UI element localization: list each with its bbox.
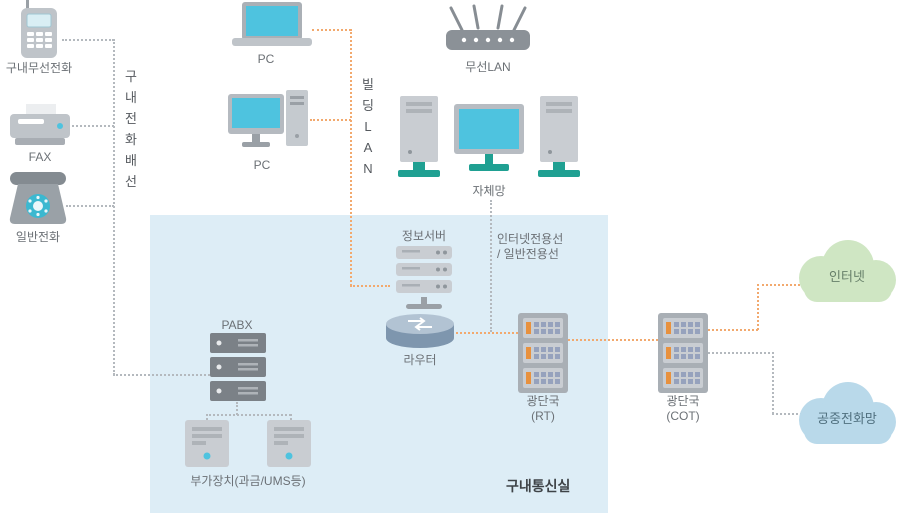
connector-pabx-down: [236, 402, 238, 415]
fiber-cot-icon: [658, 313, 708, 398]
fiber-cot-label: 광단국 (COT): [666, 394, 700, 423]
wireless-lan-icon: [446, 4, 530, 63]
connector-addon-branch: [206, 414, 291, 416]
connector-lan-to-server: [350, 285, 390, 287]
internet-label: 인터넷: [829, 269, 865, 284]
pstn-cloud: 공중전화망: [788, 378, 900, 452]
fiber-rt-label: 광단국 (RT): [526, 394, 560, 423]
internet-cloud: 인터넷: [788, 236, 900, 310]
connector-trunk-to-pabx: [113, 374, 210, 376]
addon-device-icon: [185, 420, 229, 475]
connector-cot-internet-1: [708, 329, 758, 331]
connector-analog-phone: [66, 205, 114, 207]
wireless-lan-label: 무선LAN: [465, 60, 511, 74]
pabx-label: PABX: [221, 318, 253, 332]
internet-cloud-icon: [799, 240, 896, 302]
fax-label: FAX: [28, 150, 52, 164]
connector-rt-to-cot: [568, 339, 658, 341]
desktop-pc-label: PC: [253, 158, 271, 172]
self-network-label: 자체망: [472, 184, 506, 198]
self-network-icon: [398, 96, 580, 189]
comm-room-title: 구내통신실: [506, 478, 571, 494]
pstn-label: 공중전화망: [817, 411, 877, 426]
connector-router-to-rt: [456, 332, 518, 334]
connector-phone-trunk: [113, 39, 115, 375]
pabx-icon: [210, 333, 266, 408]
desktop-pc-icon: [228, 88, 310, 161]
wireless-phone-icon: [16, 0, 62, 63]
wireless-phone-label: 구내무선전화: [5, 61, 73, 75]
connector-cot-internet-2: [757, 284, 759, 330]
connector-addon-left: [206, 414, 208, 424]
info-server-icon: [390, 246, 458, 315]
connector-addon-right: [290, 414, 292, 424]
pstn-cloud-icon: [799, 382, 896, 444]
laptop-pc-label: PC: [257, 52, 275, 66]
connector-cot-pstn-1: [708, 352, 774, 354]
connector-lan-trunk: [350, 29, 352, 286]
fax-icon: [10, 104, 70, 153]
router-icon: [384, 310, 456, 357]
info-server-label: 정보서버: [401, 229, 447, 243]
connector-cot-pstn-2: [772, 352, 774, 414]
connector-wireless-phone: [62, 39, 114, 41]
phone-wiring-label: 구 내 전 화 배 선: [125, 69, 137, 189]
dedicated-line-label: 인터넷전용선 / 일반전용선: [497, 232, 564, 261]
analog-phone-label: 일반전화: [15, 230, 61, 244]
connector-dedicated-line: [490, 200, 492, 332]
analog-phone-icon: [8, 172, 68, 231]
addon-device-icon: [267, 420, 311, 475]
router-label: 라우터: [403, 353, 437, 367]
building-lan-label: 빌 딩 L A N: [362, 77, 374, 176]
connector-cot-internet-3: [757, 284, 800, 286]
fiber-rt-icon: [518, 313, 568, 398]
connector-fax: [72, 125, 114, 127]
connector-cot-pstn-3: [772, 413, 802, 415]
connector-desktop-lan: [310, 119, 351, 121]
addon-device-label: 부가장치(과금/UMS등): [190, 474, 306, 488]
laptop-icon: [232, 2, 312, 53]
connector-laptop-lan: [312, 29, 351, 31]
